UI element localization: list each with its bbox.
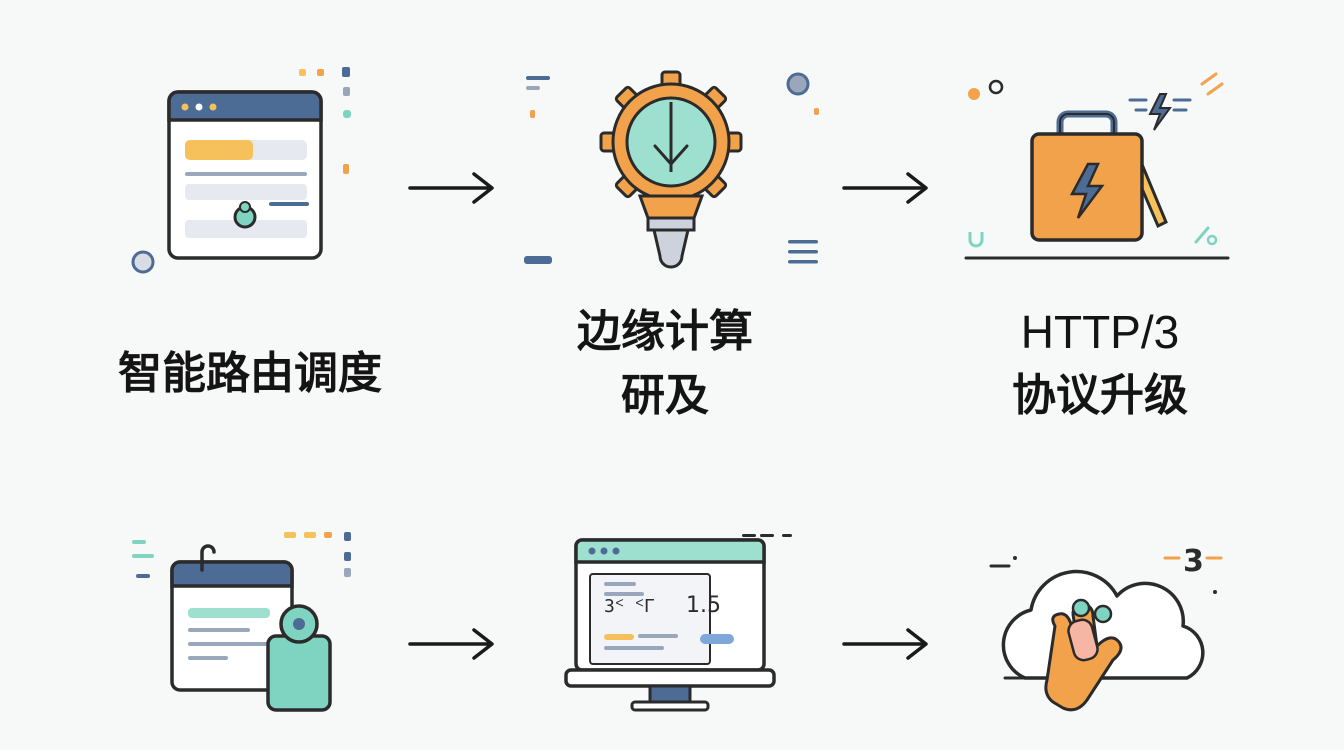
arrow-right-icon — [408, 628, 494, 660]
step-1-label-line-1: 智能路由调度 — [118, 348, 382, 399]
browser-window-icon — [131, 67, 351, 274]
step-3-label-line-2: 协议升级 — [1012, 370, 1188, 421]
bolt-bag-icon — [964, 72, 1230, 260]
cloud-hand-icon: 3 — [989, 544, 1223, 712]
calendar-user-icon — [132, 532, 351, 712]
cloud-badge-text: 3 — [1183, 544, 1204, 579]
arrow-right-icon — [408, 172, 494, 204]
step-2-label: 边缘计算 研及 — [490, 304, 840, 424]
arrow-right-icon — [842, 628, 928, 660]
monitor-text-right: 1.5 — [686, 593, 721, 618]
step-1-label: 智能路由调度 — [60, 346, 440, 402]
monitor-text-left: 3ᑉ ᑉᒥ — [604, 596, 654, 617]
arrow-right-icon — [842, 172, 928, 204]
gear-lightbulb-icon — [524, 70, 819, 269]
step-2-label-line-1: 边缘计算 — [577, 306, 753, 357]
monitor-icon: 3ᑉ ᑉᒥ 1.5 — [564, 534, 792, 712]
step-2-label-line-2: 研及 — [621, 370, 709, 421]
step-3-label: HTTP/3 协议升级 — [940, 304, 1260, 424]
step-3-label-line-1: HTTP/3 — [1020, 306, 1180, 358]
